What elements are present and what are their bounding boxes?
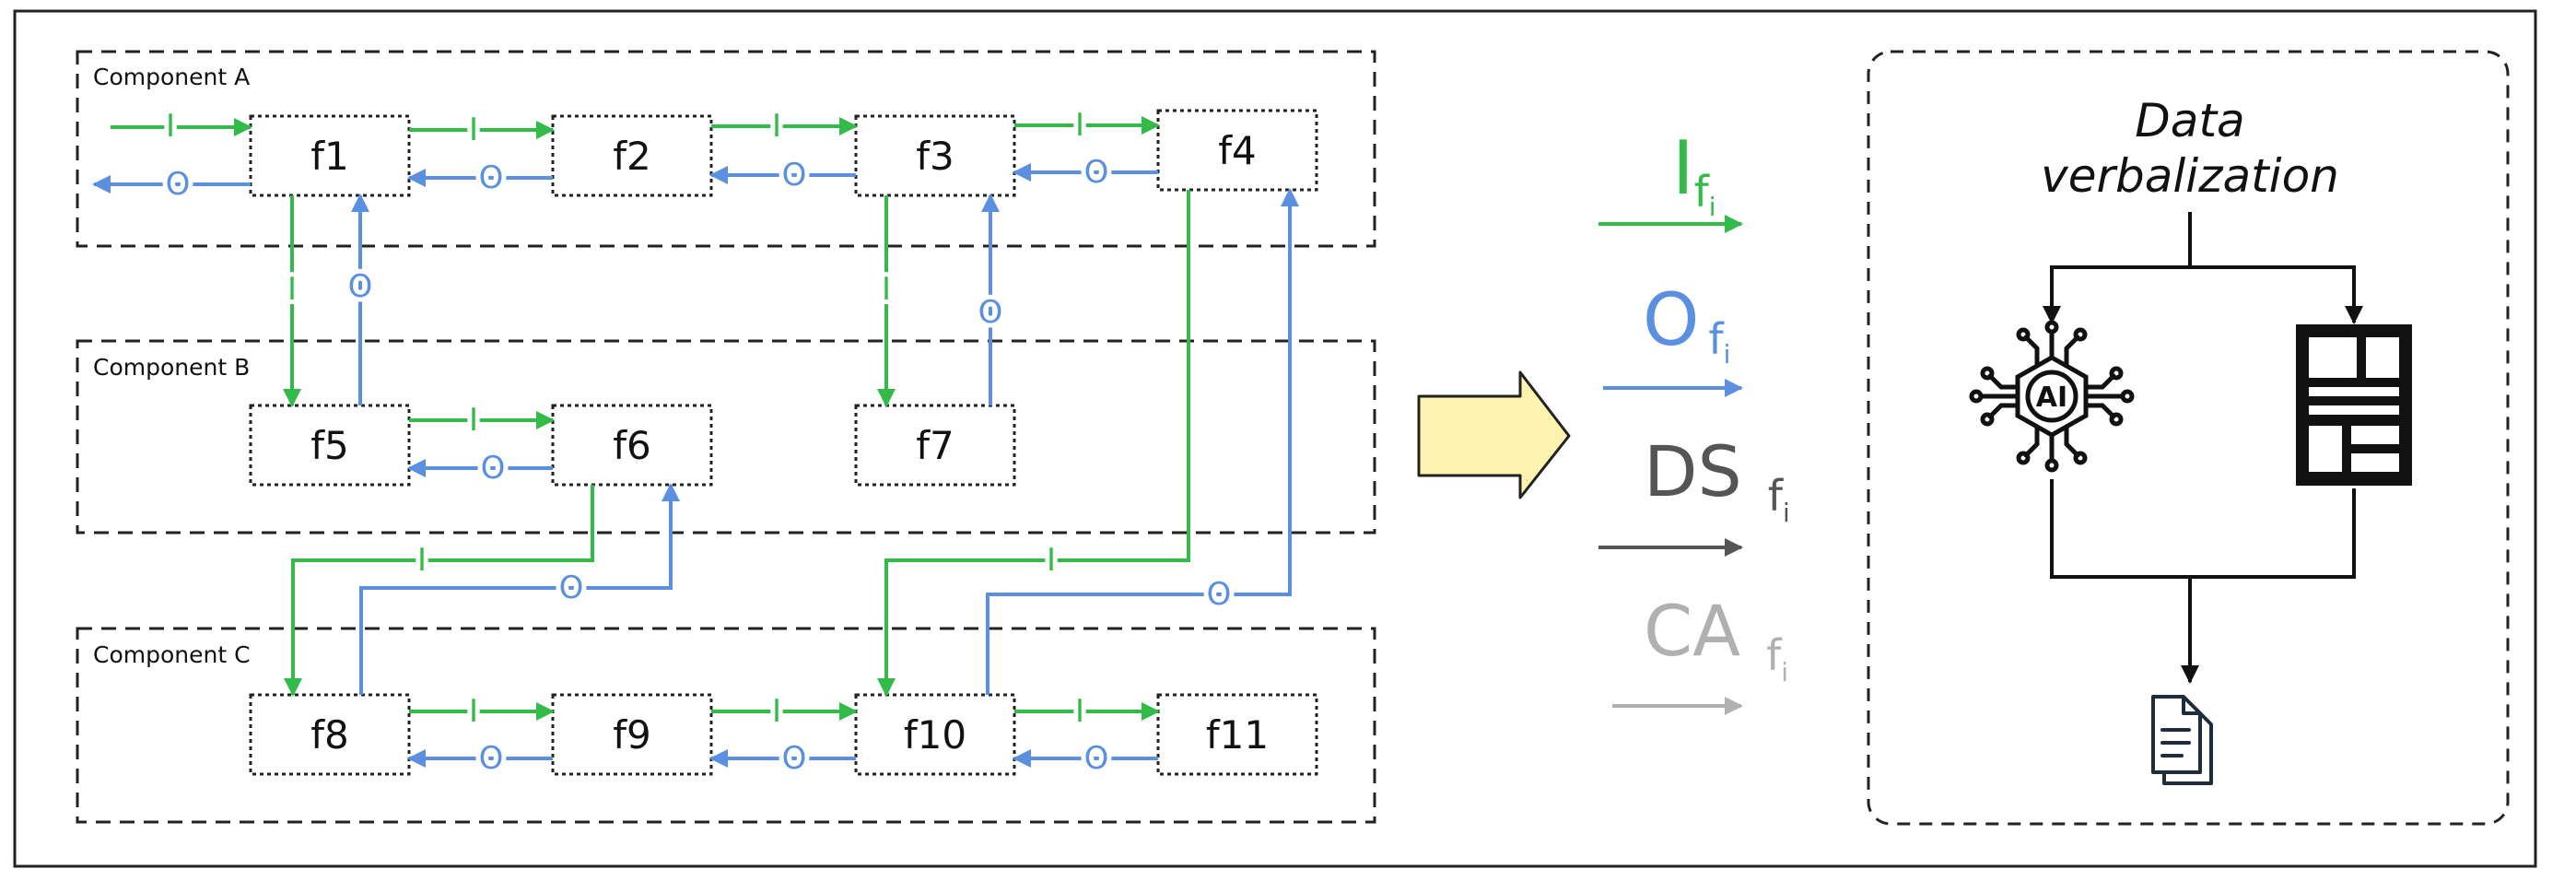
- input-label: I: [469, 402, 478, 439]
- verbalization-title-line2: verbalization: [2041, 149, 2339, 203]
- legend-ca-label: CA fi: [1644, 590, 1788, 687]
- function-label-f5: f5: [310, 423, 349, 468]
- input-connectors: [111, 116, 1190, 721]
- output-connectors: [92, 163, 1299, 768]
- input-label: I: [772, 108, 781, 145]
- function-label-f3: f3: [916, 134, 954, 179]
- component-b-box: [76, 339, 1376, 534]
- legend-ca-main: CA: [1644, 590, 1740, 672]
- legend-ds-label: DS fi: [1644, 430, 1790, 528]
- component-a-label: Component A: [93, 64, 250, 90]
- branch-to-ai: [2043, 265, 2190, 324]
- function-box-f2: [551, 114, 713, 197]
- output-label: O: [559, 570, 584, 606]
- legend-output-sub: f: [1708, 314, 1725, 364]
- input-label: I: [417, 542, 427, 579]
- legend-output-main: O: [1643, 279, 1699, 362]
- ai-chip-text: AI: [2036, 382, 2067, 414]
- component-b-label: Component B: [93, 354, 250, 381]
- output-arrow-f8-f6: [359, 483, 680, 695]
- legend-ds-main: DS: [1644, 430, 1742, 512]
- input-label: I: [166, 108, 175, 145]
- legend-output-index: i: [1724, 339, 1731, 370]
- function-label-f2: f2: [613, 134, 651, 179]
- verbalization-title-line1: Data: [2135, 94, 2244, 147]
- input-label: I: [1047, 542, 1056, 579]
- function-label-f7: f7: [916, 423, 954, 468]
- input-label: I: [882, 271, 891, 308]
- verbalization-flow: [2043, 212, 2363, 684]
- legend-ds-index: i: [1783, 498, 1790, 528]
- function-label-f6: f6: [613, 423, 651, 468]
- verbalization-panel: [1867, 50, 2510, 826]
- input-label: I: [469, 693, 478, 730]
- function-box-f8: [249, 693, 411, 776]
- function-box-f1: [249, 114, 411, 197]
- output-label: O: [782, 157, 807, 194]
- output-label: O: [479, 159, 504, 196]
- documents-icon: [2151, 695, 2213, 785]
- legend-input-sub: f: [1694, 167, 1711, 217]
- input-label: I: [1075, 693, 1084, 730]
- merge-line: [2050, 479, 2356, 579]
- component-c-label: Component C: [93, 641, 251, 668]
- legend-input-label: Ifi: [1672, 125, 1716, 222]
- output-label: O: [1084, 740, 1109, 777]
- legend-input-index: i: [1709, 192, 1716, 222]
- legend-input-main: I: [1672, 125, 1694, 211]
- output-label: O: [348, 268, 373, 305]
- function-label-f9: f9: [613, 712, 651, 758]
- output-arrow-f10-f4: [986, 188, 1299, 695]
- function-box-f3: [854, 114, 1016, 197]
- transform-arrow-icon: [1417, 370, 1571, 499]
- function-label-f11: f11: [1206, 712, 1269, 758]
- outer-frame: [13, 9, 2537, 868]
- input-label: I: [469, 112, 478, 148]
- input-label: I: [772, 693, 781, 730]
- legend-ca-index: i: [1781, 657, 1788, 687]
- output-label: O: [978, 294, 1003, 331]
- output-label: O: [166, 166, 191, 203]
- function-label-f10: f10: [904, 712, 966, 758]
- output-label: O: [782, 740, 807, 777]
- function-box-f6: [551, 404, 713, 487]
- branch-to-doc: [2190, 265, 2363, 324]
- output-label: O: [481, 450, 506, 487]
- function-label-f4: f4: [1218, 128, 1257, 173]
- function-box-f9: [551, 693, 713, 776]
- function-box-f4: [1156, 109, 1318, 192]
- output-label: O: [1084, 154, 1109, 191]
- function-label-f8: f8: [310, 712, 349, 758]
- output-label: O: [479, 740, 504, 777]
- function-label-f1: f1: [310, 134, 349, 179]
- component-c-box: [76, 627, 1376, 824]
- input-label: I: [287, 271, 297, 308]
- input-label: I: [1075, 107, 1084, 144]
- function-box-f11: [1156, 693, 1318, 776]
- input-arrow-f6-f8: [284, 485, 594, 697]
- ai-chip-icon: AI: [1969, 320, 2135, 473]
- function-box-f7: [854, 404, 1016, 487]
- legend-ca-sub: f: [1766, 630, 1783, 680]
- function-box-f5: [249, 404, 411, 487]
- output-label: O: [1207, 576, 1232, 613]
- function-boxes: [249, 109, 1318, 776]
- component-a-box: [76, 50, 1376, 248]
- document-page-icon: [2296, 324, 2412, 486]
- legend-ds-sub: f: [1768, 471, 1785, 521]
- function-box-f10: [854, 693, 1016, 776]
- input-arrow-f4-f10: [877, 190, 1190, 697]
